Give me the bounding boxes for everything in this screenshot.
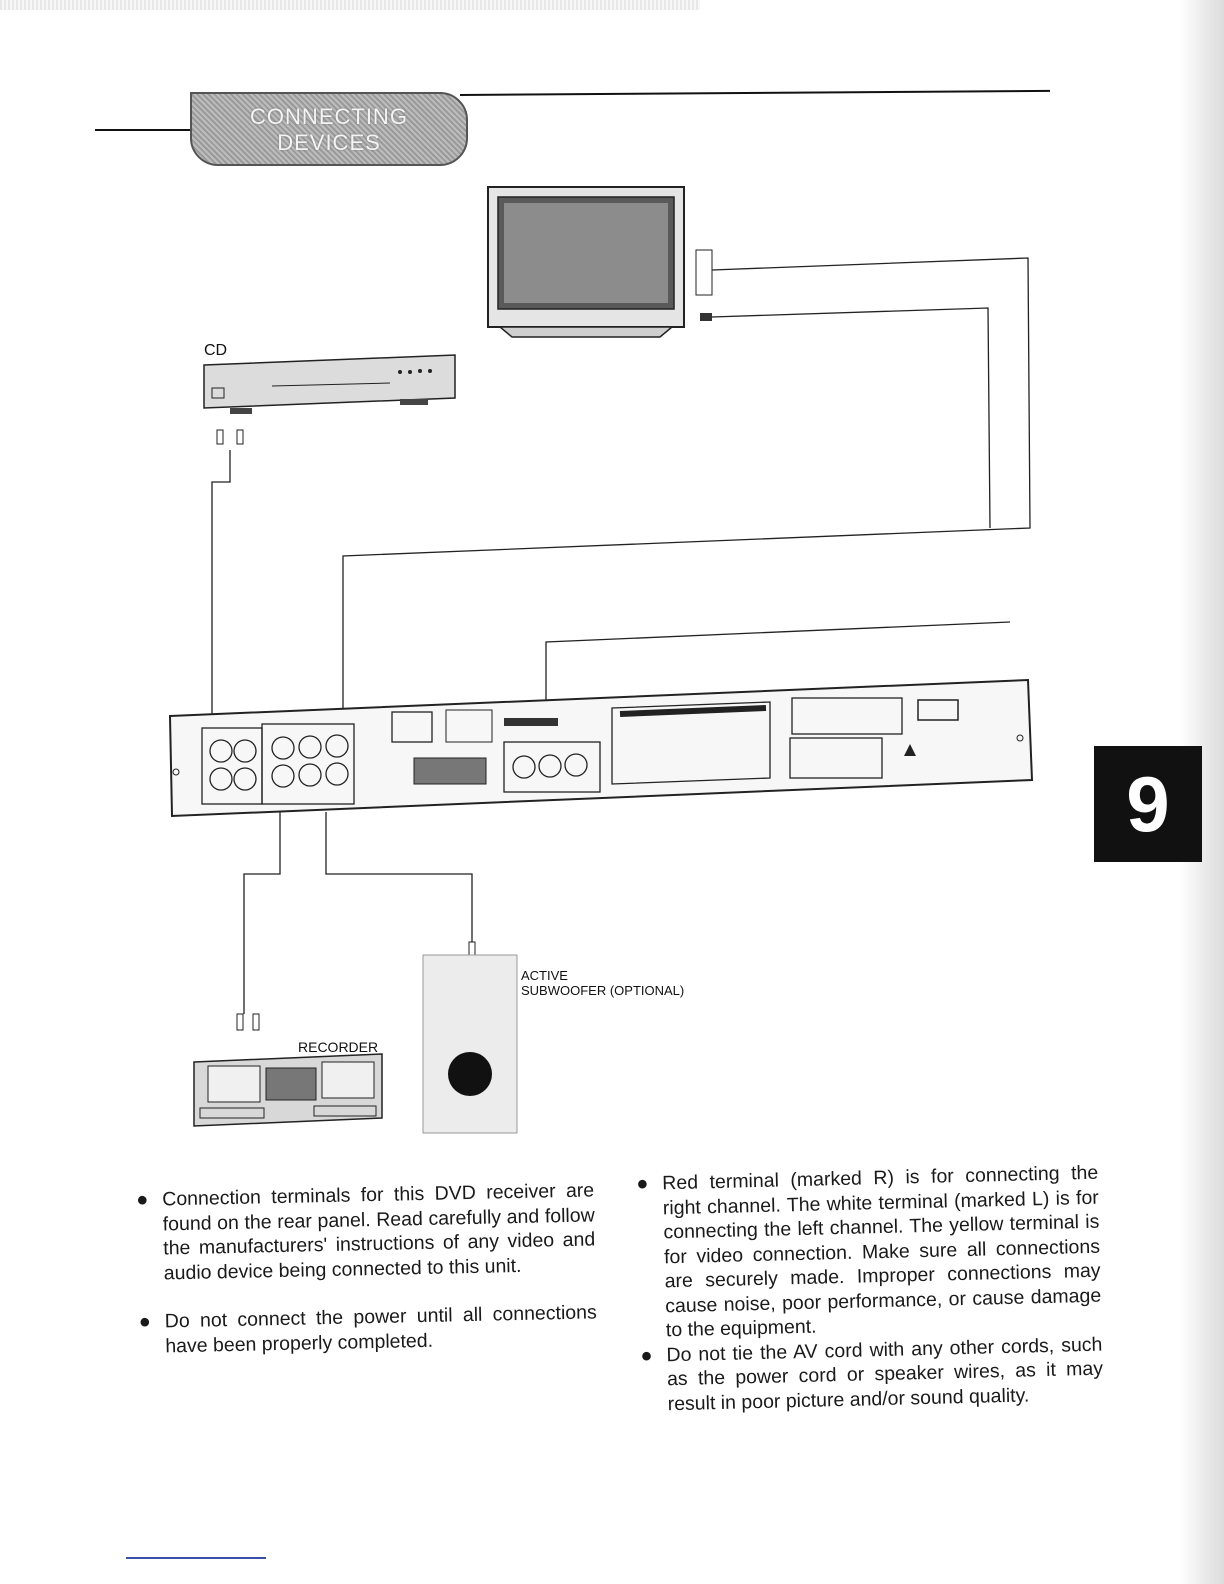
note-item: ● Connection terminals for this DVD recei…: [136, 1178, 596, 1286]
notes-right-column: ● Red terminal (marked R) is for connecti…: [636, 1161, 1104, 1417]
note-text: Do not tie the AV cord with any other co…: [666, 1333, 1104, 1415]
note-item: ● Do not tie the AV cord with any other c…: [640, 1332, 1104, 1417]
note-text: Do not connect the power until all conne…: [164, 1301, 597, 1357]
note-text: Red terminal (marked R) is for connectin…: [662, 1161, 1102, 1342]
section-title-line2: DEVICES: [277, 130, 381, 155]
note-item: ● Red terminal (marked R) is for connecti…: [636, 1161, 1102, 1344]
tv-icon: [487, 186, 713, 338]
subwoofer-label-line1: ACTIVE: [521, 968, 568, 983]
header-rule-left: [95, 129, 205, 131]
cd-label: CD: [204, 342, 227, 359]
bullet-icon: ●: [138, 1310, 152, 1333]
note-item: ● Do not connect the power until all conn…: [139, 1300, 598, 1359]
recorder-label: RECORDER: [298, 1039, 378, 1055]
section-title-badge: CONNECTING DEVICES: [190, 92, 468, 166]
notes-left-column: ● Connection terminals for this DVD recei…: [136, 1178, 598, 1383]
bullet-icon: ●: [640, 1344, 653, 1367]
dvd-receiver-rear-panel-icon: [168, 678, 1034, 818]
cd-player-icon: CD: [203, 342, 456, 445]
recorder-icon: RECORDER: [193, 1013, 383, 1127]
connection-cables: [211, 257, 1031, 1014]
bullet-icon: ●: [136, 1188, 149, 1211]
subwoofer-icon: ACTIVE SUBWOOFER (OPTIONAL): [422, 941, 684, 1134]
footer-rule: [126, 1557, 266, 1559]
bullet-icon: ●: [636, 1172, 649, 1195]
subwoofer-label-line2: SUBWOOFER (OPTIONAL): [521, 983, 684, 998]
section-title-line1: CONNECTING: [250, 104, 408, 129]
scan-edge: [0, 0, 700, 10]
note-text: Connection terminals for this DVD receiv…: [162, 1179, 596, 1284]
page-number-tab: 9: [1094, 746, 1202, 862]
